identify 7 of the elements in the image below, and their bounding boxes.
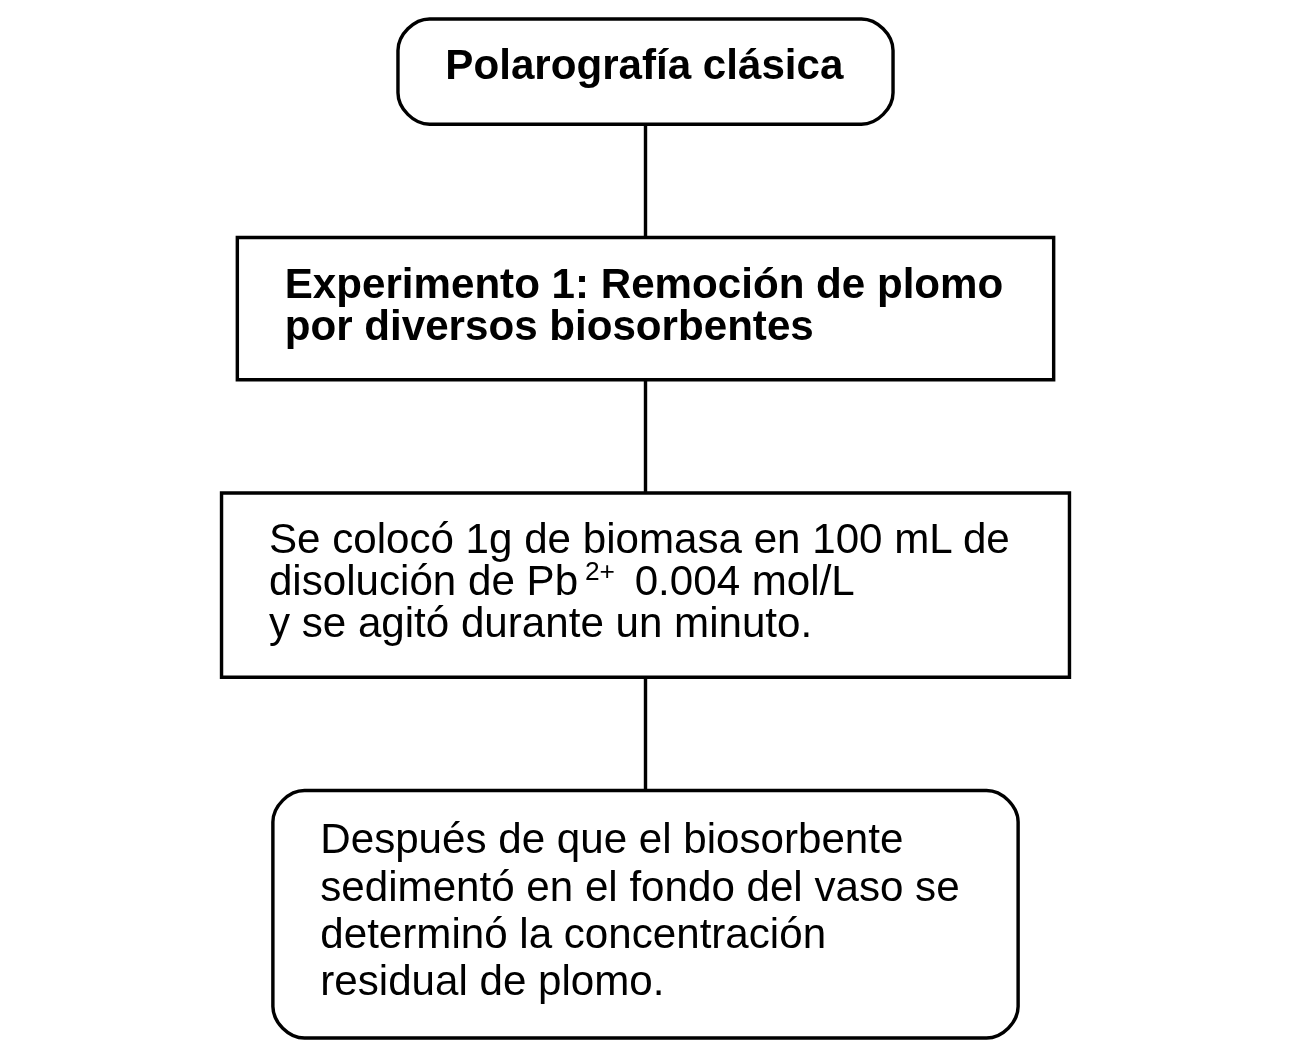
connector xyxy=(643,677,648,791)
node-box: Experimento 1: Remoción de plomo por diversos biosorbentes xyxy=(235,235,1056,382)
connector xyxy=(643,380,648,492)
connector xyxy=(643,124,648,238)
node-box: Después de que el biosorbente sedimentó en el fondo del vaso se determinó la concentración residual de plomo. xyxy=(271,788,1020,1040)
node-box: Polarografía clásica xyxy=(396,17,895,126)
node-box: Se colocó 1g de biomasa en 100 mL de disolución de Pb$^{2+}$ 0.004 mol/L y se agitó durante un minuto. xyxy=(219,491,1072,679)
